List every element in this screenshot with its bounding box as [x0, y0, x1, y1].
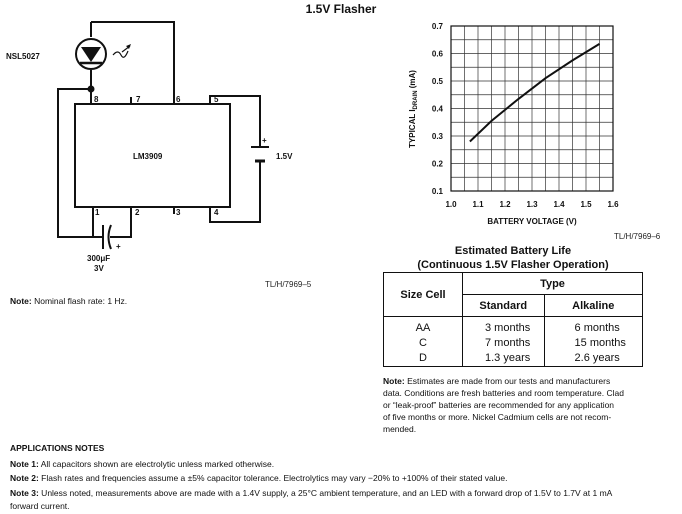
x-tick-label: 1.6 — [607, 200, 619, 209]
table-row: AA 3 months 6 months — [383, 316, 644, 335]
schematic-figure-tag: TL/H/7969–5 — [265, 280, 312, 289]
application-note-3-continuation: forward current. — [10, 501, 70, 511]
cap-value: 300μF — [87, 254, 110, 263]
y-tick-label: 0.6 — [432, 50, 444, 59]
cap-voltage: 3V — [94, 264, 104, 273]
pin-3: 3 — [176, 208, 181, 217]
header-standard: Standard — [462, 294, 545, 317]
x-axis-label: BATTERY VOLTAGE (V) — [487, 217, 577, 226]
y-tick-label: 0.1 — [432, 187, 444, 196]
pin-1: 1 — [95, 208, 100, 217]
pin-7: 7 — [136, 95, 141, 104]
table-row: D 1.3 years 2.6 years — [383, 350, 644, 367]
pin-5: 5 — [214, 95, 219, 104]
y-tick-label: 0.4 — [432, 105, 444, 114]
y-axis-label: TYPICAL IDRAIN (mA) — [408, 70, 419, 148]
led-label: NSL5027 — [6, 52, 40, 61]
battery-label: 1.5V — [276, 152, 293, 161]
table-note: Note: Estimates are made from our tests … — [383, 376, 624, 434]
battery-plus: + — [262, 136, 267, 145]
header-alkaline: Alkaline — [544, 294, 644, 317]
header-size-cell: Size Cell — [383, 272, 463, 317]
x-tick-label: 1.2 — [499, 200, 511, 209]
page-title: 1.5V Flasher — [305, 2, 377, 16]
x-tick-label: 1.0 — [445, 200, 457, 209]
x-tick-label: 1.3 — [526, 200, 538, 209]
application-note-1: Note 1: All capacitors shown are electro… — [10, 458, 275, 469]
series-line — [469, 43, 601, 143]
drain-current-chart: 0.1 0.2 0.3 0.4 0.5 0.6 0.7 1.0 1.1 1.2 1.3 1.4 1.5… — [408, 22, 619, 226]
pin-6: 6 — [176, 95, 181, 104]
ic-body — [74, 103, 231, 208]
y-tick-label: 0.3 — [432, 132, 444, 141]
y-tick-label: 0.2 — [432, 160, 444, 169]
junction-dot — [87, 85, 95, 93]
battery-symbol — [251, 146, 269, 163]
capacitor-symbol — [92, 224, 112, 250]
y-tick-label: 0.7 — [432, 22, 444, 31]
pin-2: 2 — [135, 208, 140, 217]
application-notes-heading: APPLICATIONS NOTES — [10, 443, 105, 453]
application-note-2: Note 2: Flash rates and frequencies assu… — [10, 473, 508, 483]
led-diode-icon — [75, 38, 131, 70]
table-title: Estimated Battery Life (Continuous 1.5V … — [417, 245, 609, 271]
plot-frame — [450, 25, 614, 192]
pin-4: 4 — [214, 208, 219, 217]
chart-figure-tag: TL/H/7969–6 — [614, 232, 661, 241]
x-tick-label: 1.1 — [472, 200, 484, 209]
application-notes: APPLICATIONS NOTES Note 1: All capacitor… — [10, 442, 678, 514]
x-tick-label: 1.5 — [580, 200, 592, 209]
ic-label: LM3909 — [133, 152, 163, 161]
flasher-schematic: NSL5027 LM3909 8 7 6 5 1 2 3 4 + 1.5V + … — [6, 21, 293, 273]
battery-life-table: Size Cell Type Standard Alkaline AA 3 mo… — [383, 272, 644, 367]
cap-plus: + — [116, 242, 121, 251]
application-note-3: Note 3: Unless noted, measurements above… — [10, 487, 613, 498]
table-row: C 7 months 15 months — [383, 334, 644, 351]
schematic-note: Note: Nominal flash rate: 1 Hz. — [10, 296, 128, 306]
header-type: Type — [462, 272, 643, 295]
x-tick-label: 1.4 — [553, 200, 565, 209]
y-tick-label: 0.5 — [432, 77, 444, 86]
pin-8: 8 — [94, 95, 99, 104]
